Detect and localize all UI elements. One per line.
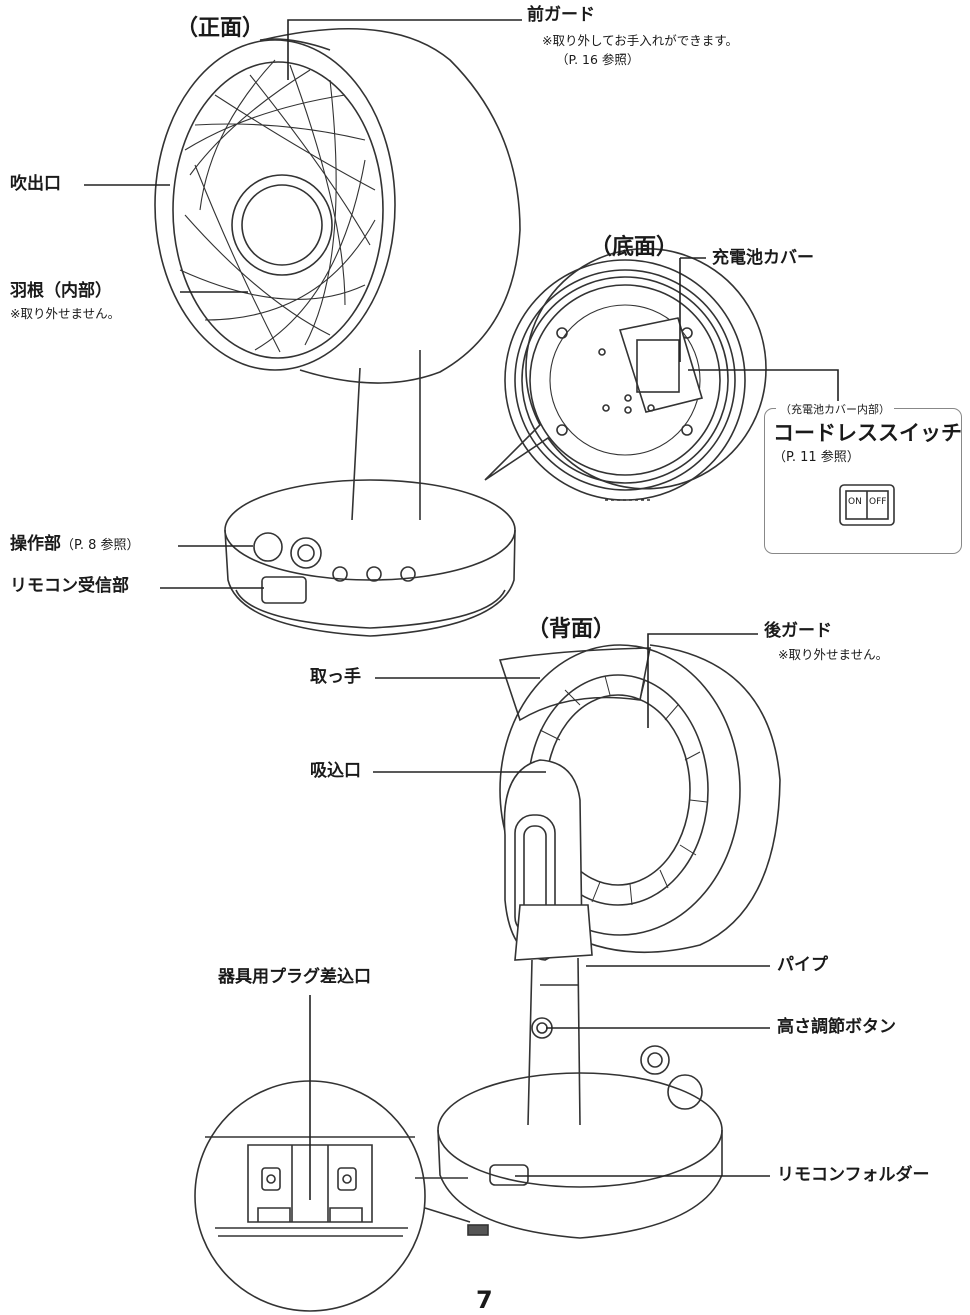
blade-note: ※取り外せません。 — [10, 306, 121, 321]
front-guard-ref: （P. 16 参照） — [556, 52, 640, 67]
control-panel-text: 操作部 — [10, 534, 61, 554]
switch-off-text: OFF — [869, 497, 887, 507]
cordless-switch-ref: （P. 11 参照） — [773, 450, 860, 465]
control-panel-label: 操作部（P. 8 参照） — [10, 534, 140, 555]
front-guard-note: ※取り外してお手入れができます。 — [542, 33, 738, 48]
outlet-label: 吹出口 — [10, 174, 61, 194]
front-fan-drawing — [154, 28, 521, 637]
plug-inlet-label: 器具用プラグ差込口 — [218, 967, 371, 987]
front-view-title: （正面） — [176, 16, 265, 41]
page-number: 7 — [476, 1286, 493, 1314]
rear-guard-label: 後ガード — [764, 621, 832, 641]
bottom-view-drawing — [484, 247, 895, 526]
blade-label: 羽根（内部） — [10, 281, 112, 301]
remote-holder-label: リモコンフォルダー — [777, 1165, 930, 1185]
back-fan-drawing — [437, 644, 781, 1239]
cordless-switch-label: コードレススイッチ — [773, 421, 962, 445]
leader-lines — [84, 19, 839, 1200]
height-button-label: 高さ調節ボタン — [777, 1017, 896, 1037]
switch-on-text: ON — [848, 497, 862, 507]
back-view-title: （背面） — [527, 617, 616, 642]
rear-guard-note: ※取り外せません。 — [778, 647, 889, 662]
battery-cover-label: 充電池カバー — [712, 248, 814, 268]
remote-receiver-label: リモコン受信部 — [10, 576, 129, 596]
bottom-view-title: （底面） — [590, 235, 679, 260]
front-guard-label: 前ガード — [527, 5, 595, 25]
pipe-label: パイプ — [777, 955, 828, 975]
control-panel-ref: （P. 8 参照） — [61, 538, 140, 553]
handle-label: 取っ手 — [310, 667, 361, 687]
battery-cover-inside-caption: （充電池カバー内部） — [776, 401, 894, 417]
plug-inlet-drawing — [194, 1080, 489, 1312]
inlet-label: 吸込口 — [310, 761, 361, 781]
